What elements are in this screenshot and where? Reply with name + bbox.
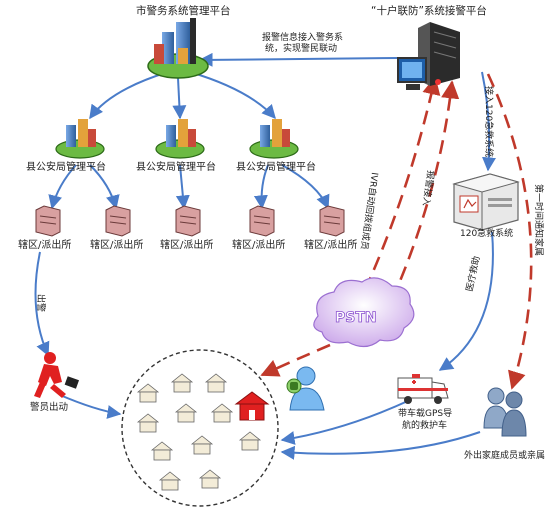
access-120-label: 接入120急救系统	[483, 86, 495, 157]
station-label-4: 辖区/派出所	[232, 238, 285, 251]
alarm-platform-server[interactable]	[397, 22, 460, 90]
link-first-notify	[486, 73, 533, 390]
medical-rescue-label: 医疗救助	[463, 255, 482, 293]
link-county3-station4	[253, 164, 269, 210]
house-icon	[136, 413, 160, 433]
houses	[136, 373, 262, 491]
house-icon	[190, 435, 214, 455]
link-station1-police	[34, 251, 50, 357]
house-icon	[238, 431, 262, 451]
police-officer-figure[interactable]	[34, 352, 80, 398]
house-icon	[174, 403, 198, 423]
station-cabinets	[35, 205, 345, 237]
station-label-5: 辖区/派出所	[304, 238, 357, 251]
blue-connections	[34, 52, 496, 460]
station-icon-2[interactable]	[105, 205, 131, 237]
county-platform-label-3: 县公安局管理平台	[236, 160, 316, 173]
emergency-120-machine[interactable]	[452, 173, 520, 231]
family-label: 外出家庭成员或亲属	[464, 449, 545, 461]
link-county3-station5	[281, 164, 330, 210]
city-platform-title: 市警务系统管理平台	[136, 4, 231, 17]
link-ivr-callback	[363, 76, 441, 291]
station-icon-3[interactable]	[175, 205, 201, 237]
red-dashed-connections	[260, 73, 533, 390]
pstn-label: PSTN	[335, 310, 377, 326]
house-icon	[136, 383, 160, 403]
link-city-to-county1	[89, 71, 169, 120]
house-icon	[204, 373, 228, 393]
alarm-info-line2: 统，实现警民联动	[265, 42, 337, 54]
link-platform-to-120	[481, 71, 496, 172]
house-icon	[158, 471, 182, 491]
link-ambulance-community	[280, 399, 411, 445]
county-platform-1[interactable]	[55, 119, 105, 159]
ivr-callback-label: IVR自动回拨组成员	[358, 172, 381, 251]
link-county2-station3	[175, 164, 190, 210]
county-platform-label-2: 县公安局管理平台	[136, 160, 216, 173]
link-pstn-to-community	[260, 343, 331, 377]
community-area[interactable]	[121, 349, 279, 507]
county-platform-2[interactable]	[155, 119, 205, 159]
house-icon	[210, 403, 234, 423]
alarm-house-icon[interactable]	[234, 391, 270, 421]
county-platform-3[interactable]	[249, 119, 299, 159]
link-police-community	[59, 394, 122, 419]
pstn-cloud[interactable]	[313, 277, 415, 348]
police-dispatch-label: 警员出动	[30, 401, 68, 413]
alarm-access-label: 报警接入	[420, 170, 437, 207]
ambulance-label-line2: 航的救护车	[402, 419, 447, 431]
alarm-platform-title: “十户联防”系统接警平台	[371, 4, 487, 17]
link-county1-station1	[48, 164, 77, 210]
link-120-to-ambulance	[438, 231, 494, 371]
emergency-120-label: 120急救系统	[460, 227, 513, 239]
house-icon	[198, 469, 222, 489]
station-icon-5[interactable]	[319, 205, 345, 237]
station-label-2: 辖区/派出所	[90, 238, 143, 251]
link-city-to-county3	[189, 71, 276, 120]
house-icon	[170, 373, 194, 393]
house-icon	[150, 441, 174, 461]
link-family-community	[280, 431, 481, 460]
link-county1-station2	[89, 164, 120, 210]
police-out-label: 出警	[35, 294, 47, 312]
station-icon-1[interactable]	[35, 205, 61, 237]
station-label-1: 辖区/派出所	[18, 238, 71, 251]
ambulance-icon[interactable]	[397, 374, 449, 404]
station-icon-4[interactable]	[249, 205, 275, 237]
caller-user-icon[interactable]	[286, 366, 325, 411]
first-notify-label: 第一时间通知家属	[533, 184, 545, 256]
link-platform-to-city	[198, 52, 399, 67]
link-alarm-access	[390, 80, 460, 301]
county-platform-label-1: 县公安局管理平台	[26, 160, 106, 173]
ambulance-label-line1: 带车载GPS导	[398, 407, 452, 419]
alarm-info-line1: 报警信息接入警务系	[262, 31, 343, 43]
station-label-3: 辖区/派出所	[160, 238, 213, 251]
link-city-to-county2	[172, 77, 187, 120]
city-platform-building[interactable]	[147, 18, 209, 79]
family-members-icon[interactable]	[483, 387, 527, 437]
